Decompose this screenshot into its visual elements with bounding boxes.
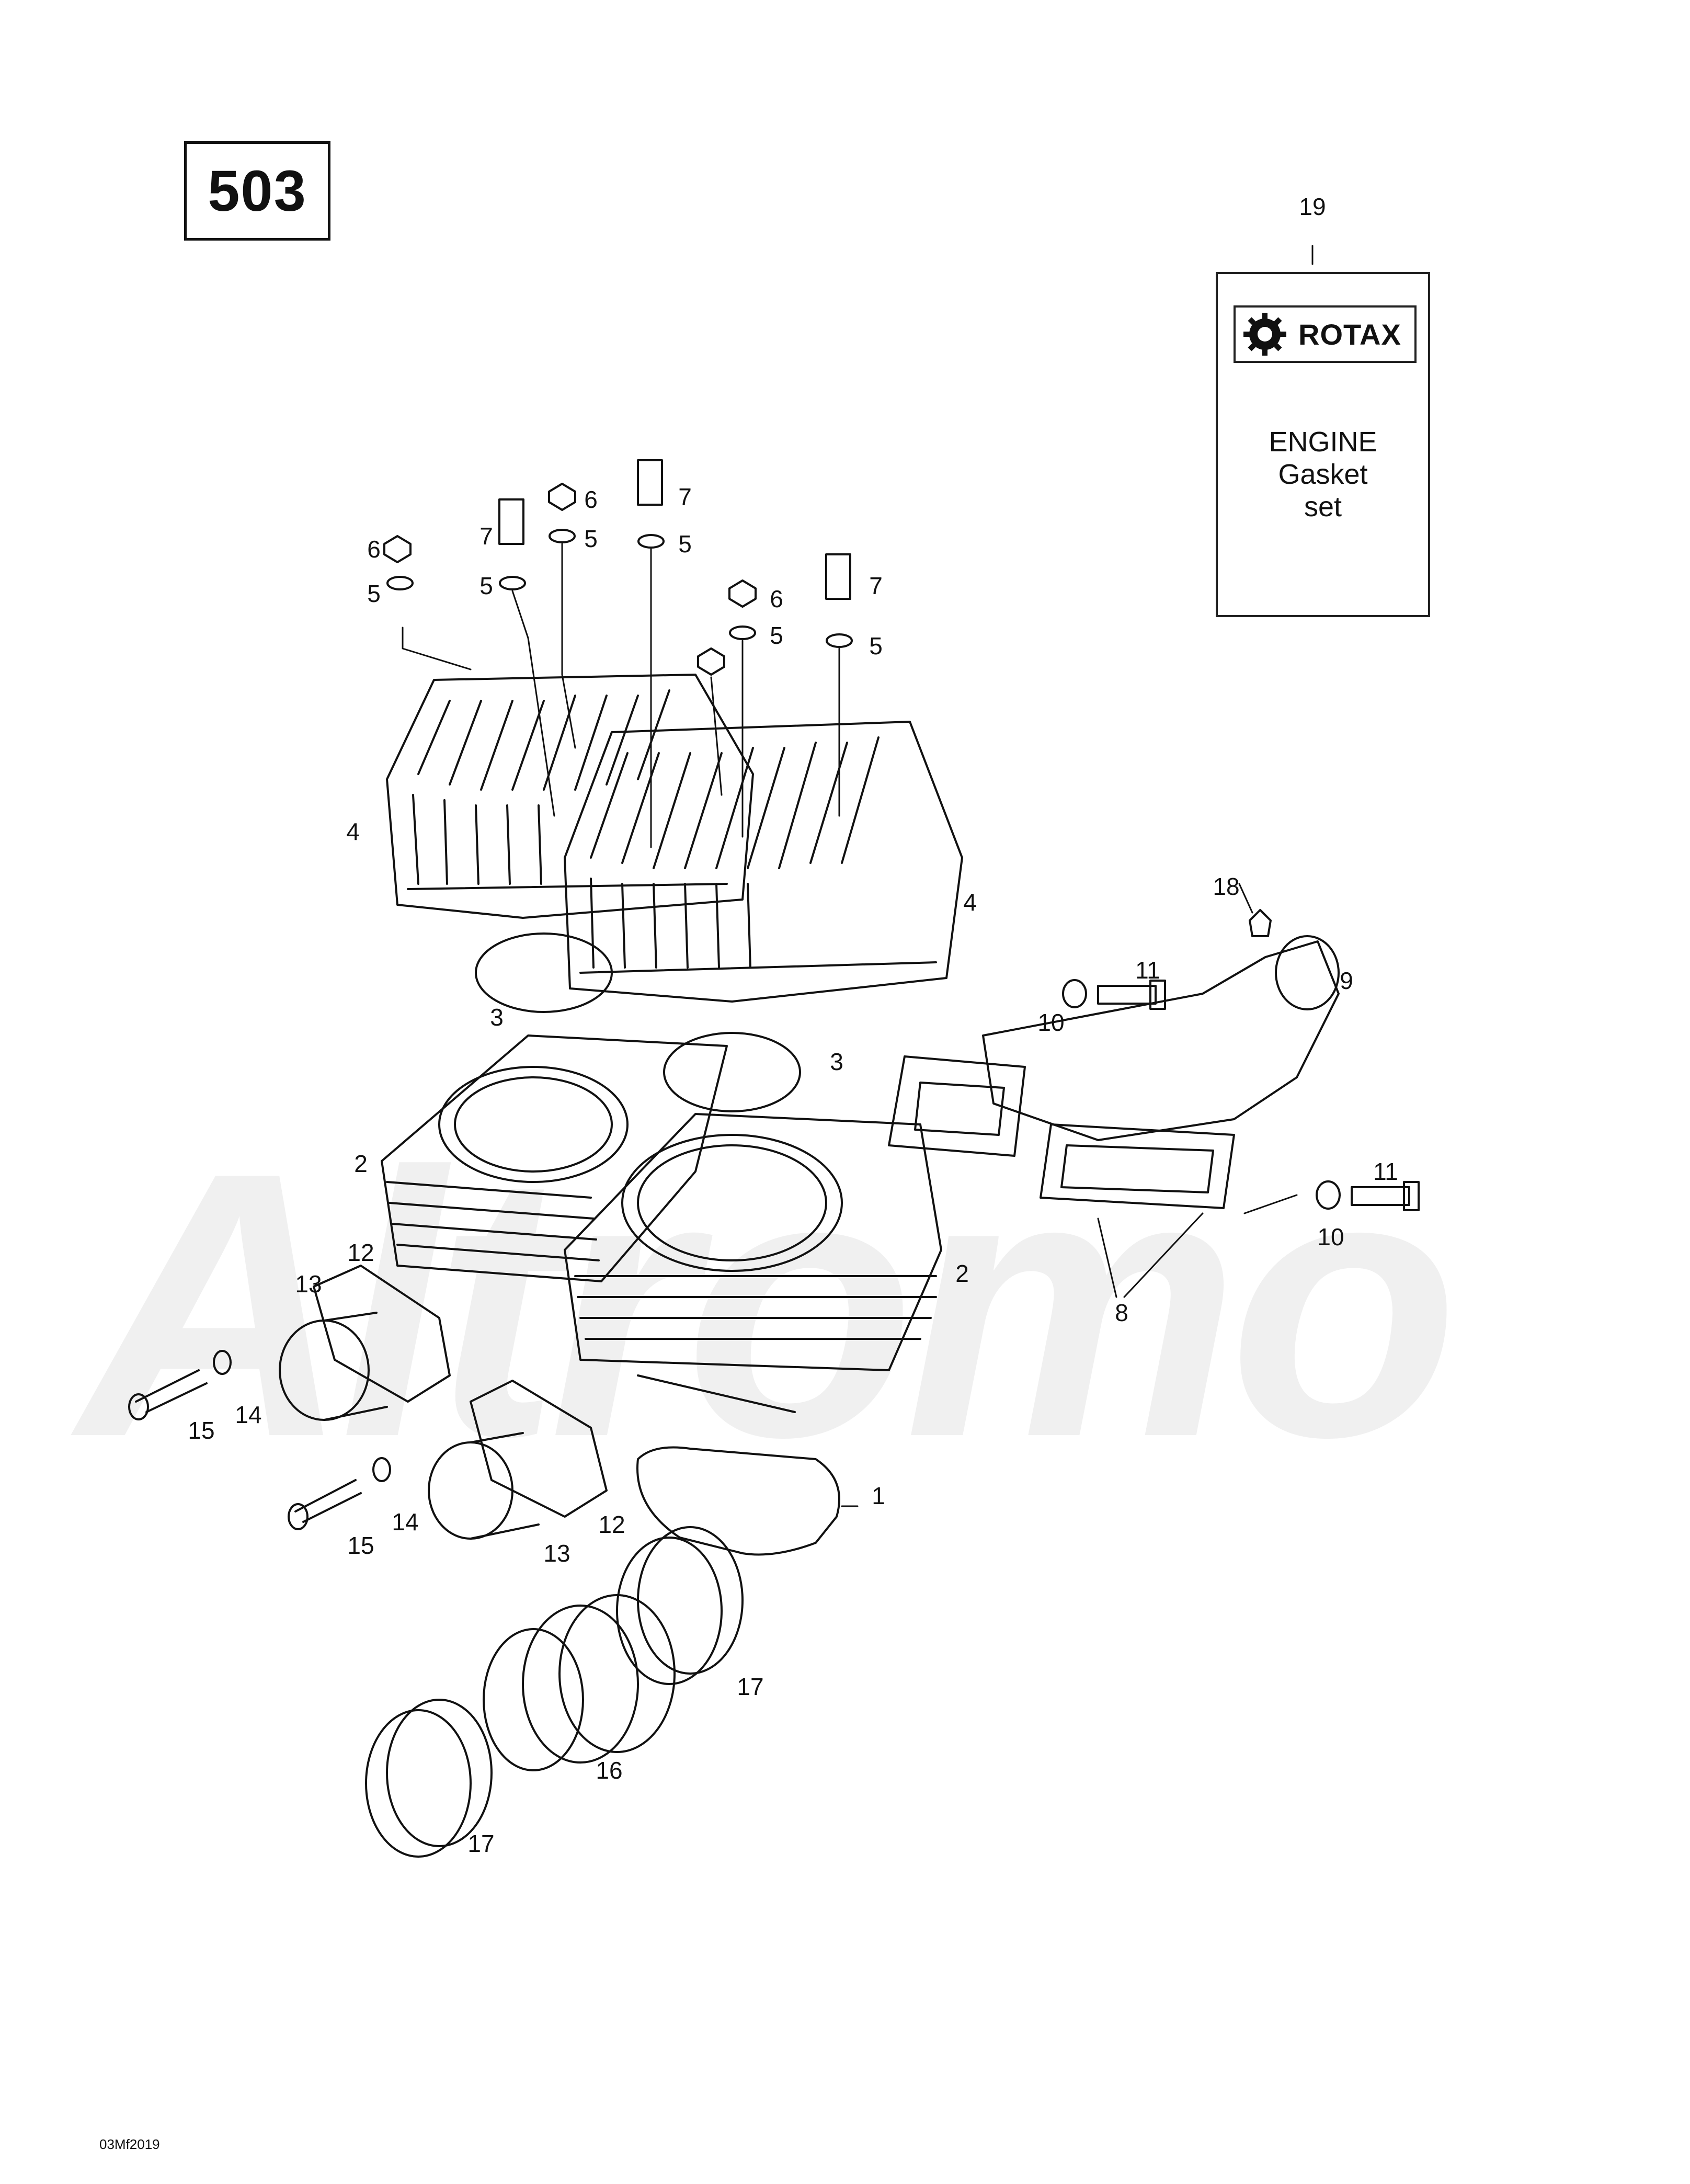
callout-11-lower: 11 bbox=[1373, 1158, 1398, 1185]
callout-6-c: 6 bbox=[770, 585, 783, 612]
callout-16: 16 bbox=[596, 1757, 623, 1784]
washer-5c bbox=[549, 529, 576, 543]
callout-9: 9 bbox=[1340, 967, 1353, 994]
callout-3-right: 3 bbox=[830, 1048, 843, 1075]
callout-5-b: 5 bbox=[479, 572, 493, 599]
rubber-sleeve bbox=[483, 1594, 676, 1771]
exhaust-gaskets bbox=[888, 1055, 1235, 1209]
gasket-set-package: ROTAX ENGINE Gasket set bbox=[1216, 272, 1430, 617]
callout-8: 8 bbox=[1115, 1299, 1128, 1326]
washer-upper bbox=[213, 1350, 232, 1375]
callout-7-c: 7 bbox=[869, 572, 883, 599]
watermark-logo: Altromo bbox=[78, 1094, 1459, 1515]
cylinder-head-right bbox=[564, 721, 963, 1003]
nut-2 bbox=[548, 483, 576, 511]
washer-5e bbox=[729, 625, 756, 640]
base-gasket bbox=[636, 1446, 840, 1556]
bolt-11-lower bbox=[1351, 1181, 1420, 1211]
callout-10-lower: 10 bbox=[1317, 1223, 1344, 1250]
drawing-code: 03Mf2019 bbox=[99, 2136, 160, 2152]
washer-5a bbox=[386, 576, 414, 590]
bolt-11-upper bbox=[1097, 980, 1166, 1010]
washer-lower bbox=[372, 1457, 391, 1482]
washer-10-upper bbox=[1062, 979, 1087, 1008]
package-line-3: set bbox=[1304, 491, 1342, 522]
clamp-lower bbox=[365, 1699, 493, 1858]
callout-13-upper: 13 bbox=[295, 1270, 322, 1298]
package-line-1: ENGINE bbox=[1269, 426, 1377, 458]
callout-1: 1 bbox=[872, 1482, 885, 1509]
stud-1 bbox=[498, 498, 524, 545]
callout-5-e: 5 bbox=[770, 622, 783, 649]
nut-4 bbox=[697, 647, 725, 676]
washer-5d bbox=[637, 534, 665, 549]
callout-4-left: 4 bbox=[346, 818, 360, 845]
callout-5-d: 5 bbox=[678, 530, 692, 558]
engine-model-number: 503 bbox=[208, 158, 307, 223]
callout-11-upper: 11 bbox=[1135, 957, 1160, 984]
callout-13-lower: 13 bbox=[543, 1540, 570, 1567]
cylinder-head-left bbox=[386, 674, 754, 919]
engine-model-box: 503 bbox=[184, 141, 330, 241]
nut-1 bbox=[383, 535, 412, 563]
washer-5f bbox=[826, 633, 853, 648]
package-line-2: Gasket bbox=[1278, 459, 1368, 490]
callout-18: 18 bbox=[1213, 873, 1240, 900]
callout-3-left: 3 bbox=[490, 1004, 504, 1031]
callout-6-b: 6 bbox=[584, 486, 598, 513]
callout-2-right: 2 bbox=[955, 1260, 969, 1287]
callout-14-lower: 14 bbox=[392, 1508, 419, 1535]
exhaust-manifold bbox=[982, 935, 1340, 1141]
callout-2-left: 2 bbox=[354, 1150, 368, 1177]
washer-5b bbox=[499, 576, 526, 590]
callout-10-upper: 10 bbox=[1037, 1009, 1065, 1036]
callout-7-a: 7 bbox=[479, 522, 493, 550]
head-o-ring-left bbox=[475, 932, 613, 1013]
callout-15-lower: 15 bbox=[347, 1532, 374, 1559]
callout-5-a: 5 bbox=[367, 580, 381, 607]
callout-6-a: 6 bbox=[367, 536, 381, 563]
washer-10-lower bbox=[1316, 1180, 1341, 1210]
intake-socket-upper bbox=[279, 1265, 451, 1421]
screw-upper bbox=[128, 1369, 208, 1420]
callout-17-lower: 17 bbox=[467, 1830, 495, 1857]
callout-15-upper: 15 bbox=[188, 1417, 215, 1444]
callout-12-upper: 12 bbox=[347, 1239, 374, 1266]
callout-7-b: 7 bbox=[678, 483, 692, 510]
brand-name: ROTAX bbox=[1298, 317, 1401, 351]
head-o-ring-right bbox=[663, 1032, 801, 1112]
leader-lines bbox=[402, 245, 1314, 1507]
callout-14-upper: 14 bbox=[235, 1401, 262, 1428]
intake-socket-lower bbox=[428, 1380, 608, 1540]
callout-19: 19 bbox=[1299, 193, 1326, 220]
callout-5-c: 5 bbox=[584, 525, 598, 552]
rotax-logo: ROTAX bbox=[1234, 305, 1417, 363]
cylinder-left bbox=[381, 1034, 728, 1282]
nipple bbox=[1249, 909, 1272, 937]
callout-5-f: 5 bbox=[869, 632, 883, 659]
callout-12-lower: 12 bbox=[598, 1511, 625, 1538]
stud-2 bbox=[637, 459, 663, 506]
gear-icon bbox=[1241, 310, 1289, 358]
cylinder-right bbox=[564, 1113, 942, 1413]
nut-3 bbox=[728, 579, 757, 608]
screw-lower bbox=[288, 1479, 362, 1530]
callout-17-upper: 17 bbox=[737, 1673, 764, 1700]
stud-3 bbox=[825, 553, 851, 600]
callout-4-right: 4 bbox=[963, 889, 977, 916]
